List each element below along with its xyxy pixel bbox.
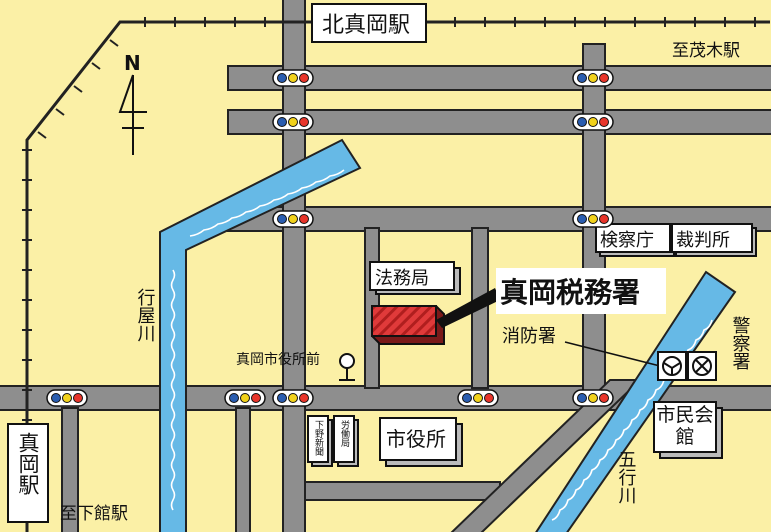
police-box-icon[interactable]: [687, 351, 717, 381]
labor-bureau-label: 労働局: [339, 419, 350, 448]
railway: [25, 20, 770, 532]
tax-office-callout: 真岡税務署: [436, 268, 666, 328]
traffic-signal-icon: [46, 389, 88, 407]
traffic-signal-icon: [272, 69, 314, 87]
moka-station-box: 真岡駅: [7, 423, 49, 523]
civic-hall-building: 市民会館: [653, 401, 723, 459]
traffic-signal-icon: [572, 113, 614, 131]
road-south: [299, 481, 501, 501]
fire-station-label: 消防署: [502, 326, 556, 347]
road-west-vertical: [61, 407, 79, 532]
traffic-signal-icon: [572, 69, 614, 87]
tax-office-label: 真岡税務署: [500, 276, 640, 309]
road-north-1: [227, 65, 771, 91]
to-motegi-label: 至茂木駅: [672, 41, 740, 61]
traffic-signal-icon: [572, 389, 614, 407]
gyoya-river: [159, 138, 362, 532]
tax-office-building: [371, 305, 445, 345]
legal-bureau-label: 法務局: [375, 268, 429, 289]
fire-station-leader: [564, 341, 661, 367]
shimotsuke-shimbun-building: 下野新聞: [307, 415, 333, 467]
legal-bureau-building: 法務局: [369, 261, 461, 295]
labor-bureau-building: 労働局: [333, 415, 359, 467]
police-label: 警察署: [730, 316, 751, 370]
north-label: N: [124, 51, 141, 75]
north-arrow-icon: [118, 74, 147, 155]
traffic-signal-icon: [572, 210, 614, 228]
prosecutors-office-label: 検察庁: [600, 230, 654, 251]
road-north-2: [227, 109, 771, 135]
kita-moka-station-label: 北真岡駅: [322, 13, 410, 38]
court-building: 裁判所: [671, 223, 757, 257]
civic-hall-label: 市民会館: [656, 404, 714, 448]
city-hall-building: 市役所: [379, 417, 463, 467]
bus-stop-label: 真岡市役所前: [236, 351, 320, 368]
gyoya-river-label: 行屋川: [135, 288, 156, 342]
traffic-signals: [46, 69, 614, 407]
traffic-signal-icon: [272, 113, 314, 131]
moka-station-label: 真岡駅: [16, 432, 40, 495]
to-shimodate-label: 至下館駅: [60, 504, 128, 524]
traffic-signal-icon: [224, 389, 266, 407]
prosecutors-office-building: 検察庁: [595, 223, 675, 257]
rivers: [159, 138, 737, 532]
fire-station-icon[interactable]: [657, 351, 687, 381]
traffic-signal-icon: [272, 210, 314, 228]
traffic-signal-icon: [272, 389, 314, 407]
gogyo-river: [535, 270, 737, 532]
gogyo-river-label: 五行川: [616, 450, 637, 504]
bus-stop-icon[interactable]: [339, 353, 355, 381]
city-hall-label: 市役所: [386, 427, 446, 451]
shimotsuke-shimbun-label: 下野新聞: [313, 420, 324, 457]
court-label: 裁判所: [676, 230, 730, 251]
traffic-signal-icon: [457, 389, 499, 407]
kita-moka-station-box: 北真岡駅: [311, 3, 427, 43]
road-lower-vertical: [235, 407, 251, 532]
